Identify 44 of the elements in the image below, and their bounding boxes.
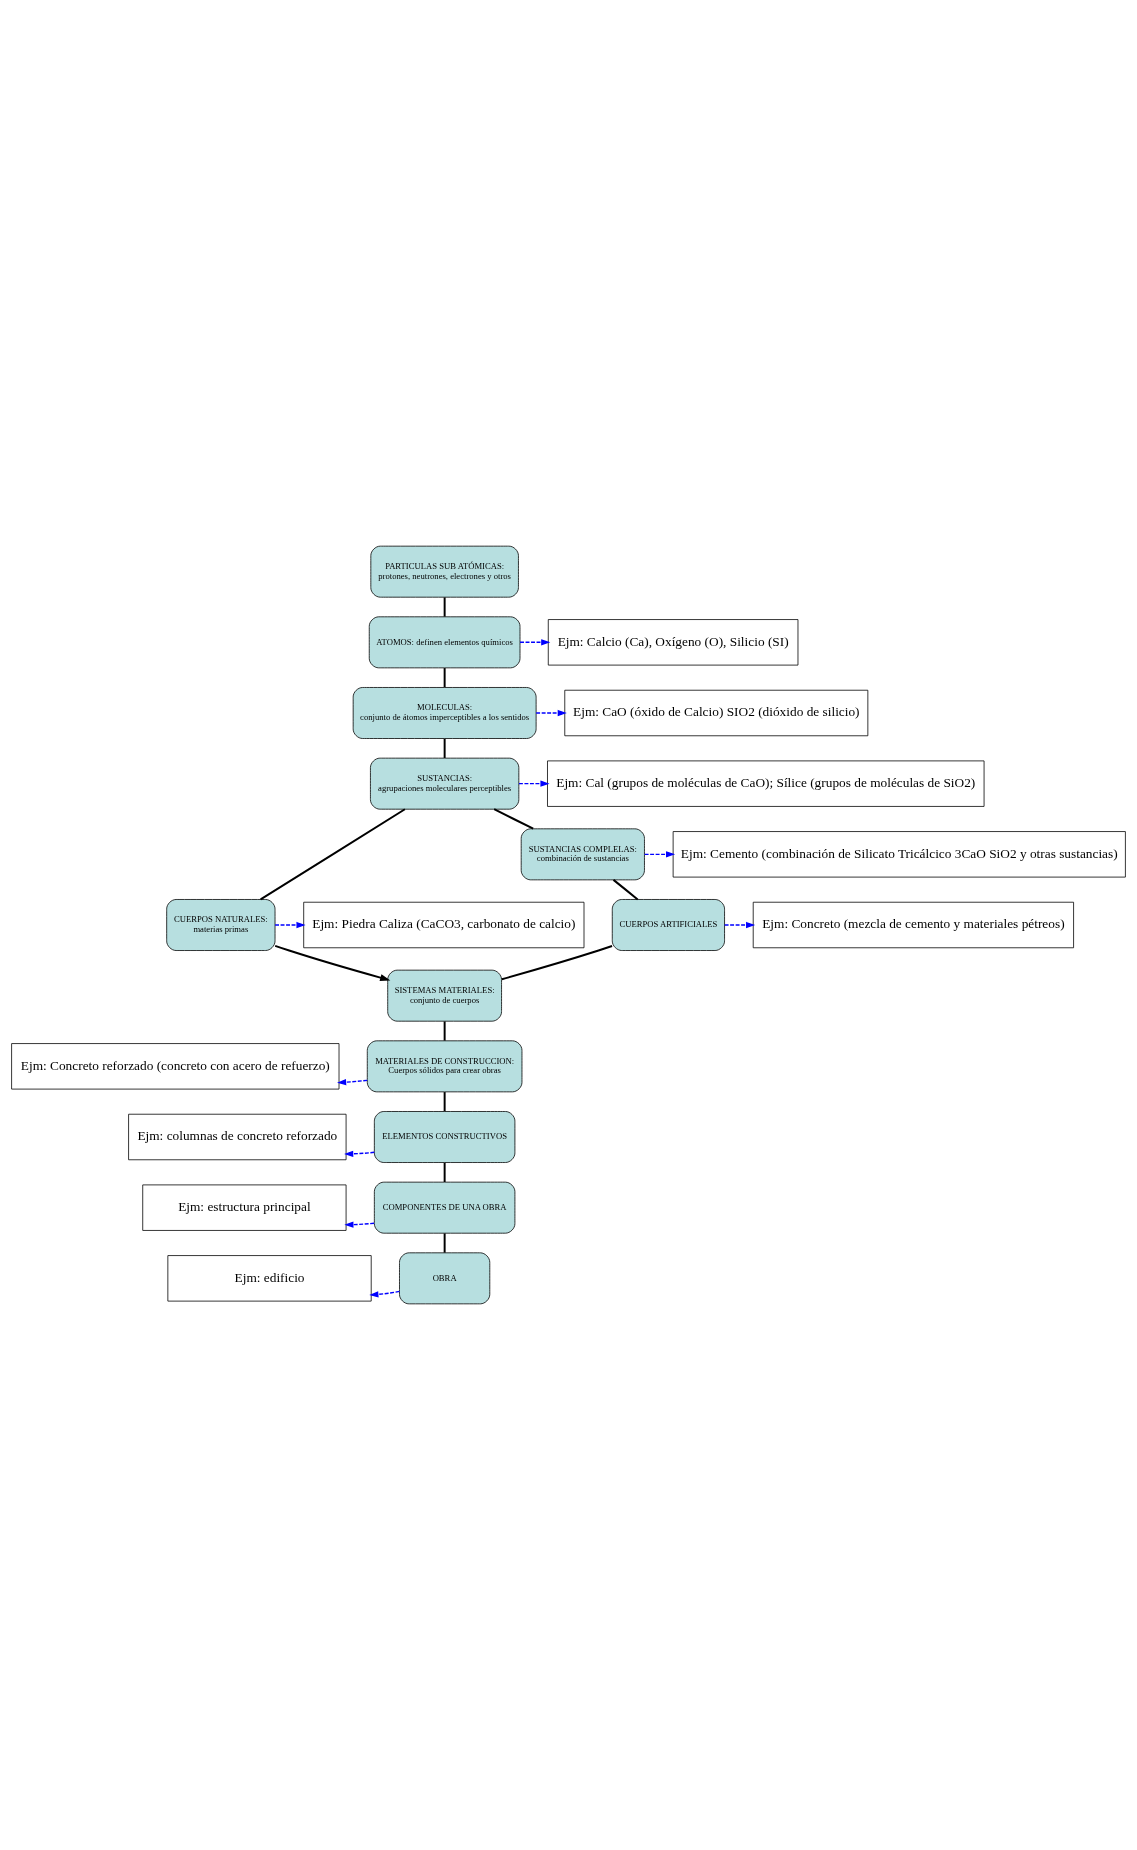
node-box: COMPONENTES DE UNA OBRA: [373, 1181, 516, 1234]
node-box: Ejm: CaO (óxido de Calcio) SIO2 (dióxido de silicio): [564, 689, 869, 737]
arrow: [344, 1221, 375, 1228]
node-box: Ejm: Concreto (mezcla de cemento y materiales pétreos): [752, 901, 1074, 949]
node-box: MOLECULAS: conjunto de átomos imperceptibles a los sentidos: [352, 687, 537, 739]
node-box: PARTICULAS SUB ATÓMICAS: protones, neutrones, electrones y otros: [370, 545, 519, 598]
connector: [259, 808, 406, 901]
node-box: OBRA: [399, 1252, 491, 1305]
connector: [443, 1091, 446, 1113]
node-box: Ejm: Cal (grupos de moléculas de CaO); Sílice (grupos de moléculas de SiO2): [547, 760, 985, 807]
node-box: Ejm: Concreto reforzado (concreto con acero de refuerzo): [11, 1043, 340, 1090]
node-box: SUSTANCIAS: agrupaciones moleculares perceptibles: [370, 757, 520, 810]
connector: [443, 1020, 446, 1042]
node-box: SISTEMAS MATERIALES: conjunto de cuerpos: [387, 969, 502, 1022]
arrow: [519, 639, 551, 646]
node-box: MATERIALES DE CONSTRUCCION: Cuerpos sólidos para crear obras: [366, 1040, 523, 1093]
node-box: CUERPOS ARTIFICIALES: [611, 899, 725, 951]
arrow: [274, 921, 306, 929]
node-box: SUSTANCIAS COMPLELAS: combinación de sustancias: [520, 828, 645, 881]
connector: [443, 596, 446, 618]
connector: [443, 1232, 446, 1254]
connector: [443, 667, 446, 689]
connector: [493, 808, 535, 830]
arrow: [518, 780, 550, 787]
node-box: CUERPOS NATURALES: materias primas: [166, 899, 276, 951]
arrow: [274, 944, 391, 982]
connector: [443, 1161, 446, 1183]
node-box: ATOMOS: definen elementos químicos: [368, 616, 521, 669]
node-box: Ejm: estructura principal: [142, 1184, 347, 1231]
node-box: Ejm: Calcio (Ca), Oxígeno (O), Silicio (SI): [547, 619, 799, 666]
connector: [500, 945, 614, 981]
arrow: [643, 851, 676, 858]
node-box: Ejm: edificio: [167, 1255, 372, 1302]
arrow: [337, 1079, 368, 1086]
node-box: Ejm: columnas de concreto reforzado: [128, 1113, 347, 1161]
arrow: [723, 921, 756, 929]
arrow: [369, 1290, 401, 1298]
connector: [443, 737, 446, 759]
node-box: ELEMENTOS CONSTRUCTIVOS: [373, 1111, 516, 1163]
node-box: Ejm: Piedra Caliza (CaCO3, carbonato de calcio): [303, 901, 585, 949]
node-box: Ejm: Cemento (combinación de Silicato Tricálcico 3CaO SiO2 y otras sustancias): [672, 831, 1126, 878]
arrow: [344, 1150, 375, 1158]
arrow: [535, 709, 567, 717]
connector: [612, 878, 639, 901]
